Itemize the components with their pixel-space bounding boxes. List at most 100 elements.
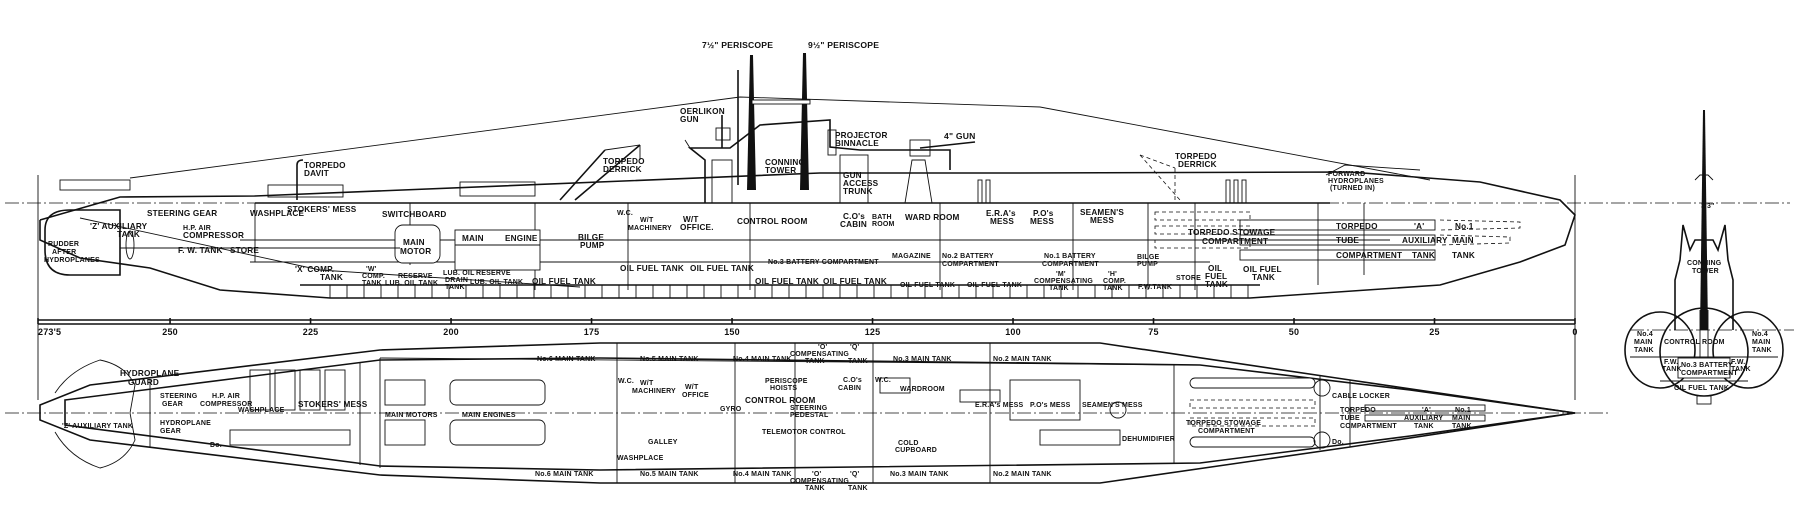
torpedo-derrick-aft	[559, 144, 641, 201]
label-seamens-mess-1: SEAMEN'S	[1080, 208, 1124, 217]
section-label-fw-right-1: F.W.	[1731, 359, 1745, 366]
plan-label-galley: GALLEY	[648, 439, 678, 446]
main-engine-outline	[454, 229, 541, 271]
label-4in-gun: 4" GUN	[944, 131, 976, 141]
label-no1-battery-1: No.1 BATTERY	[1044, 253, 1096, 260]
label-oil-fuel-tank-g: OIL FUEL TANK	[967, 282, 1022, 289]
label-torpedo-stowage-2: COMPARTMENT	[1202, 237, 1268, 246]
plan-label-no2-top: No.2 MAIN TANK	[993, 356, 1052, 363]
cross-section-view: 3'3" CONNING TOWER No.4 MAIN TANK No.4 M…	[1624, 110, 1794, 405]
section-starboard-tank	[1712, 311, 1784, 389]
label-oil-fuel-tank-b: OIL FUEL TANK	[620, 264, 684, 273]
label-periscope-aft: 7½" PERISCOPE	[702, 40, 773, 50]
plan-label-gyro: GYRO	[720, 406, 742, 413]
plan-label-wt-office-2: OFFICE	[682, 392, 709, 399]
label-hp-air-1: H.P. AIR	[183, 225, 211, 232]
section-label-conning-1: CONNING	[1687, 260, 1722, 267]
plan-label-no3-bot: No.3 MAIN TANK	[890, 471, 949, 478]
projector-binnacle	[827, 129, 837, 156]
label-oerlikon-1: OERLIKON	[680, 107, 725, 116]
plan-label-washplace-b: WASHPLACE	[617, 455, 664, 462]
label-oil-fuel-tank-e: OIL FUEL TANK	[823, 277, 887, 286]
hydroplane-guard	[54, 359, 136, 469]
label-switchboard: SWITCHBOARD	[382, 210, 447, 219]
label-conning-1: CONNING	[765, 158, 805, 167]
label-torpedo-tube-2: TUBE	[1336, 236, 1359, 245]
plan-labels: HYDROPLANE GUARD STEERING GEAR H.P. AIR …	[62, 344, 1472, 492]
section-periscope	[1700, 110, 1708, 330]
plan-label-a-aux-2: AUXILIARY	[1404, 415, 1443, 422]
plan-label-torpedo-stowage-2: COMPARTMENT	[1198, 428, 1255, 435]
spare-torpedo-mid	[459, 181, 536, 197]
label-w-comp-3: TANK	[362, 280, 382, 287]
label-h-comp-2: COMP.	[1103, 278, 1126, 285]
label-reserve-lub-2: LUB. OIL TANK	[385, 280, 438, 287]
plan-label-control-room: CONTROL ROOM	[745, 396, 815, 405]
label-rudder-1: RUDDER	[48, 241, 79, 248]
label-fw-tank: F. W. TANK	[178, 246, 223, 255]
label-fwd-hydroplanes-1: FORWARD	[1328, 171, 1365, 178]
plan-label-era-mess: E.R.A's MESS	[975, 402, 1024, 409]
section-label-fw-right-2: TANK	[1731, 366, 1751, 373]
plan-label-o-comp-bot-3: TANK	[805, 485, 825, 492]
label-no2-battery-1: No.2 BATTERY	[942, 253, 994, 260]
label-oil-fuel-fwd-b-2: TANK	[1252, 273, 1275, 282]
scale-tick-label: 175	[584, 327, 600, 337]
label-wt-machinery-2: MACHINERY	[628, 225, 672, 232]
plan-label-wt-machinery-2: MACHINERY	[632, 388, 676, 395]
plan-label-o-comp-top-3: TANK	[805, 358, 825, 365]
label-torpedo-davit-2: DAVIT	[304, 169, 329, 178]
profile-view: 7½" PERISCOPE 9½" PERISCOPE OERLIKON GUN…	[5, 40, 1790, 299]
label-no3-battery: No.3 BATTERY COMPARTMENT	[768, 259, 879, 266]
scale-tick-label: 100	[1005, 327, 1021, 337]
label-lub-drain-3: TANK	[445, 284, 465, 291]
section-label-no4-right-3: TANK	[1752, 347, 1772, 354]
plan-label-torpedo-tube-2: TUBE	[1340, 415, 1360, 422]
section-port-tank	[1624, 311, 1696, 389]
label-x-comp-2: TANK	[320, 273, 343, 282]
label-reserve-lub-b-1: RESERVE	[476, 270, 511, 277]
label-torpedo-derrick-aft-1: TORPEDO	[603, 157, 645, 166]
plan-label-wt-machinery-1: W/T	[640, 380, 654, 387]
periscope-standard	[751, 99, 811, 105]
label-x-comp-1: 'X' COMP.	[295, 265, 334, 274]
plan-label-cos-cabin-1: C.O's	[843, 377, 862, 384]
label-fwd-hydroplanes-3: (TURNED IN)	[1330, 185, 1375, 192]
plan-label-hydroplane-gear-2: GEAR	[160, 428, 181, 435]
label-fwd-hydroplanes-2: HYDROPLANES	[1328, 178, 1384, 185]
scale-tick-label: 0	[1572, 327, 1577, 337]
4in-gun	[904, 139, 976, 204]
stern-torpedo-tube	[59, 179, 131, 191]
plan-label-q-top-1: 'Q'	[850, 344, 860, 351]
plan-label-main-motors: MAIN MOTORS	[385, 412, 438, 419]
label-oil-fuel-tank-f: OIL FUEL TANK	[900, 282, 955, 289]
plan-label-no2-bot: No.2 MAIN TANK	[993, 471, 1052, 478]
label-hp-air-2: COMPRESSOR	[183, 231, 244, 240]
plan-label-q-top-2: TANK	[848, 358, 868, 365]
plan-label-cable-locker: CABLE LOCKER	[1332, 393, 1390, 400]
torpedo-stowage-outlines	[1154, 211, 1251, 249]
section-label-control-room: CONTROL ROOM	[1664, 339, 1725, 346]
label-oil-fuel-tank-c: OIL FUEL TANK	[690, 264, 754, 273]
label-bilge-pump-fwd-1: BILGE	[1137, 254, 1160, 261]
profile-labels: 7½" PERISCOPE 9½" PERISCOPE OERLIKON GUN…	[44, 40, 1475, 292]
plan-label-no4-bot: No.4 MAIN TANK	[733, 471, 792, 478]
plan-label-no1-main-3: TANK	[1452, 423, 1472, 430]
plan-label-no3-top: No.3 MAIN TANK	[893, 356, 952, 363]
plan-label-hp-air-1: H.P. AIR	[212, 393, 240, 400]
label-torpedo-stowage-1: TORPEDO STOWAGE	[1188, 228, 1276, 237]
plan-label-main-engines: MAIN ENGINES	[462, 412, 516, 419]
scale-tick-label: 125	[865, 327, 881, 337]
label-gun-access-3: TRUNK	[843, 187, 873, 196]
plan-label-telemotor: TELEMOTOR CONTROL	[762, 429, 846, 436]
jumping-wire	[129, 96, 1431, 181]
label-a-aux-1: 'A'	[1414, 222, 1424, 231]
plan-furniture	[229, 369, 1127, 446]
section-conning-tower	[1674, 224, 1734, 330]
plan-label-ditto-b: Do.	[1332, 439, 1344, 446]
plan-label-wc-b: W.C.	[875, 377, 891, 384]
label-h-comp-1: 'H'	[1108, 271, 1117, 278]
